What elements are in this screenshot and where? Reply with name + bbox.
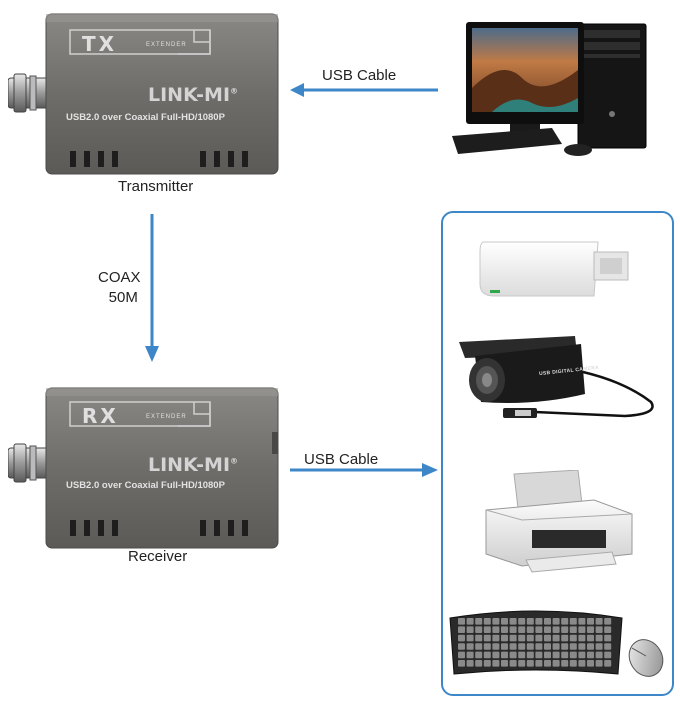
rx-brand-name: LINK-MI — [148, 454, 231, 476]
camera-icon: USB DIGITAL CAMERA — [455, 332, 661, 438]
rx-brand-mark: ® — [230, 456, 239, 466]
transmitter-caption: Transmitter — [118, 178, 194, 195]
keyboard-icon — [449, 610, 623, 675]
transmitter-device: TX EXTENDER LINK-MI® USB2.0 over Coaxial… — [7, 6, 280, 176]
receiver-device: RX EXTENDER LINK-MI® USB2.0 over Coaxial… — [7, 382, 280, 552]
tx-badge: TX — [82, 32, 118, 56]
tx-brand-mark: ® — [230, 86, 239, 96]
coax-label-line1: COAX — [98, 269, 141, 286]
mouse-icon — [628, 639, 664, 677]
usb-devices-panel — [441, 211, 674, 696]
rx-badge-sub: EXTENDER — [146, 414, 187, 420]
coax-label: COAX 50M — [98, 268, 141, 308]
top-usb-arrow — [290, 83, 438, 97]
top-usb-label: USB Cable — [322, 67, 397, 84]
usb-dongle-icon — [479, 241, 629, 297]
receiver-caption: Receiver — [128, 548, 188, 565]
tx-brand: LINK-MI® — [148, 84, 238, 106]
rx-badge: RX — [82, 404, 119, 428]
tx-brand-name: LINK-MI — [148, 84, 231, 106]
rx-brand: LINK-MI® — [148, 454, 238, 476]
tx-badge-sub: EXTENDER — [146, 42, 187, 48]
coax-label-line2: 50M — [108, 289, 138, 306]
bnc-connector-icon — [7, 13, 279, 175]
bnc-connector-icon — [7, 387, 279, 549]
bottom-usb-label: USB Cable — [304, 451, 379, 468]
bottom-usb-arrow — [290, 463, 438, 477]
tx-spec: USB2.0 over Coaxial Full-HD/1080P — [66, 112, 225, 123]
coax-arrow — [145, 214, 159, 362]
rx-spec: USB2.0 over Coaxial Full-HD/1080P — [66, 480, 225, 491]
printer-icon — [485, 470, 633, 573]
computer-icon — [452, 18, 652, 160]
